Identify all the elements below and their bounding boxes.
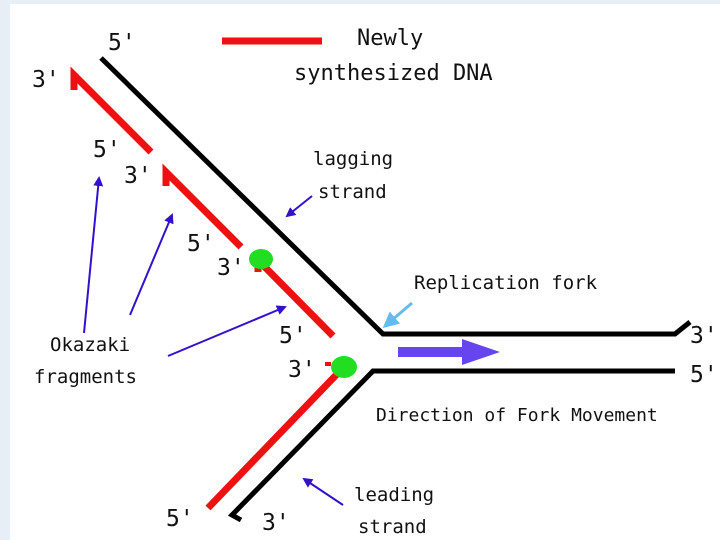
fork-movement-arrow	[398, 339, 500, 365]
fork-movement-label: Direction of Fork Movement	[376, 405, 658, 426]
right-bottom-5-prime: 5'	[690, 362, 718, 388]
leading-strand-label-1: leading	[354, 484, 435, 506]
top-3-prime: 3'	[32, 67, 60, 93]
okazaki-arrow-3	[167, 305, 287, 357]
leading-template-strand	[227, 368, 675, 523]
okazaki-fragment-1	[70, 66, 154, 155]
replication-fork-pointer	[382, 301, 413, 328]
right-top-3-prime: 3'	[690, 323, 718, 349]
diagram-panel	[10, 4, 720, 540]
leading-enzyme	[331, 356, 357, 378]
bottom-3-prime: 3'	[262, 510, 290, 536]
okazaki-fragment-2	[162, 163, 244, 250]
lagging-strand-arrow	[285, 195, 313, 218]
legend-line-1: Newly	[357, 26, 424, 51]
top-5-prime: 5'	[108, 30, 136, 56]
fragment-1-3-prime: 3'	[124, 163, 152, 189]
legend-line-2: synthesized DNA	[294, 61, 493, 86]
bottom-5-prime: 5'	[166, 506, 194, 532]
okazaki-arrow-1	[83, 176, 104, 334]
okazaki-label-2: fragments	[34, 366, 137, 388]
lagging-strand-label-2: strand	[318, 181, 387, 203]
fragment-2-3-prime: 3'	[217, 255, 245, 281]
fragment-3-3-prime: 3'	[288, 357, 316, 383]
okazaki-arrow-2	[129, 213, 174, 316]
lagging-strand-label-1: lagging	[313, 148, 394, 170]
leading-new-strand	[205, 369, 342, 511]
replication-fork-label: Replication fork	[414, 272, 598, 294]
okazaki-label-1: Okazaki	[50, 334, 131, 356]
leading-strand-label-2: strand	[358, 516, 427, 538]
lagging-template-strand	[99, 56, 692, 337]
leading-strand-arrow	[302, 477, 344, 506]
lagging-enzyme	[249, 249, 273, 269]
fragment-1-5-prime: 5'	[93, 137, 121, 163]
fragment-2-5-prime: 5'	[187, 231, 215, 257]
fragment-3-5-prime: 5'	[279, 323, 307, 349]
